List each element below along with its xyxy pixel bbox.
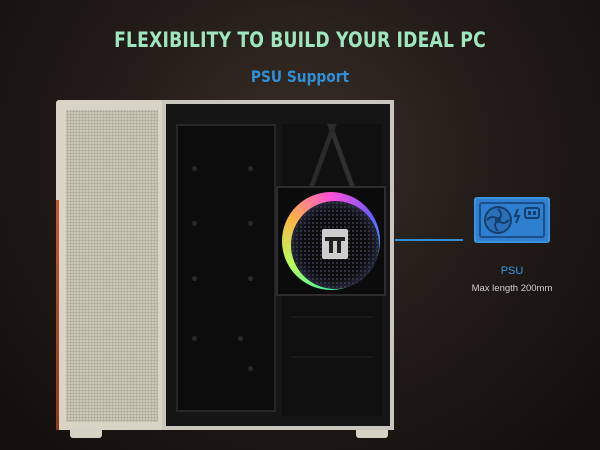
mesh-side-panel	[56, 100, 166, 430]
accent-stripe	[56, 200, 59, 430]
cable-bundle	[282, 124, 382, 188]
psu-unit	[276, 186, 386, 296]
page-subtitle: PSU Support	[250, 67, 350, 86]
brand-logo-icon	[322, 229, 348, 259]
case-interior	[162, 100, 394, 430]
psu-icon	[474, 197, 550, 243]
motherboard-tray	[176, 124, 276, 412]
fan-grill	[291, 201, 379, 289]
mesh-grille	[66, 110, 158, 422]
psu-description: Max length 200mm	[471, 283, 553, 294]
case-foot-right	[356, 428, 388, 438]
psu-label: PSU	[500, 265, 524, 277]
pc-case-image	[56, 100, 394, 438]
rgb-fan-ring	[282, 192, 380, 290]
page-title: FLEXIBILITY TO BUILD YOUR IDEAL PC	[114, 28, 486, 52]
callout-line	[395, 239, 463, 241]
case-foot-left	[70, 428, 102, 438]
drive-bay	[282, 296, 382, 416]
